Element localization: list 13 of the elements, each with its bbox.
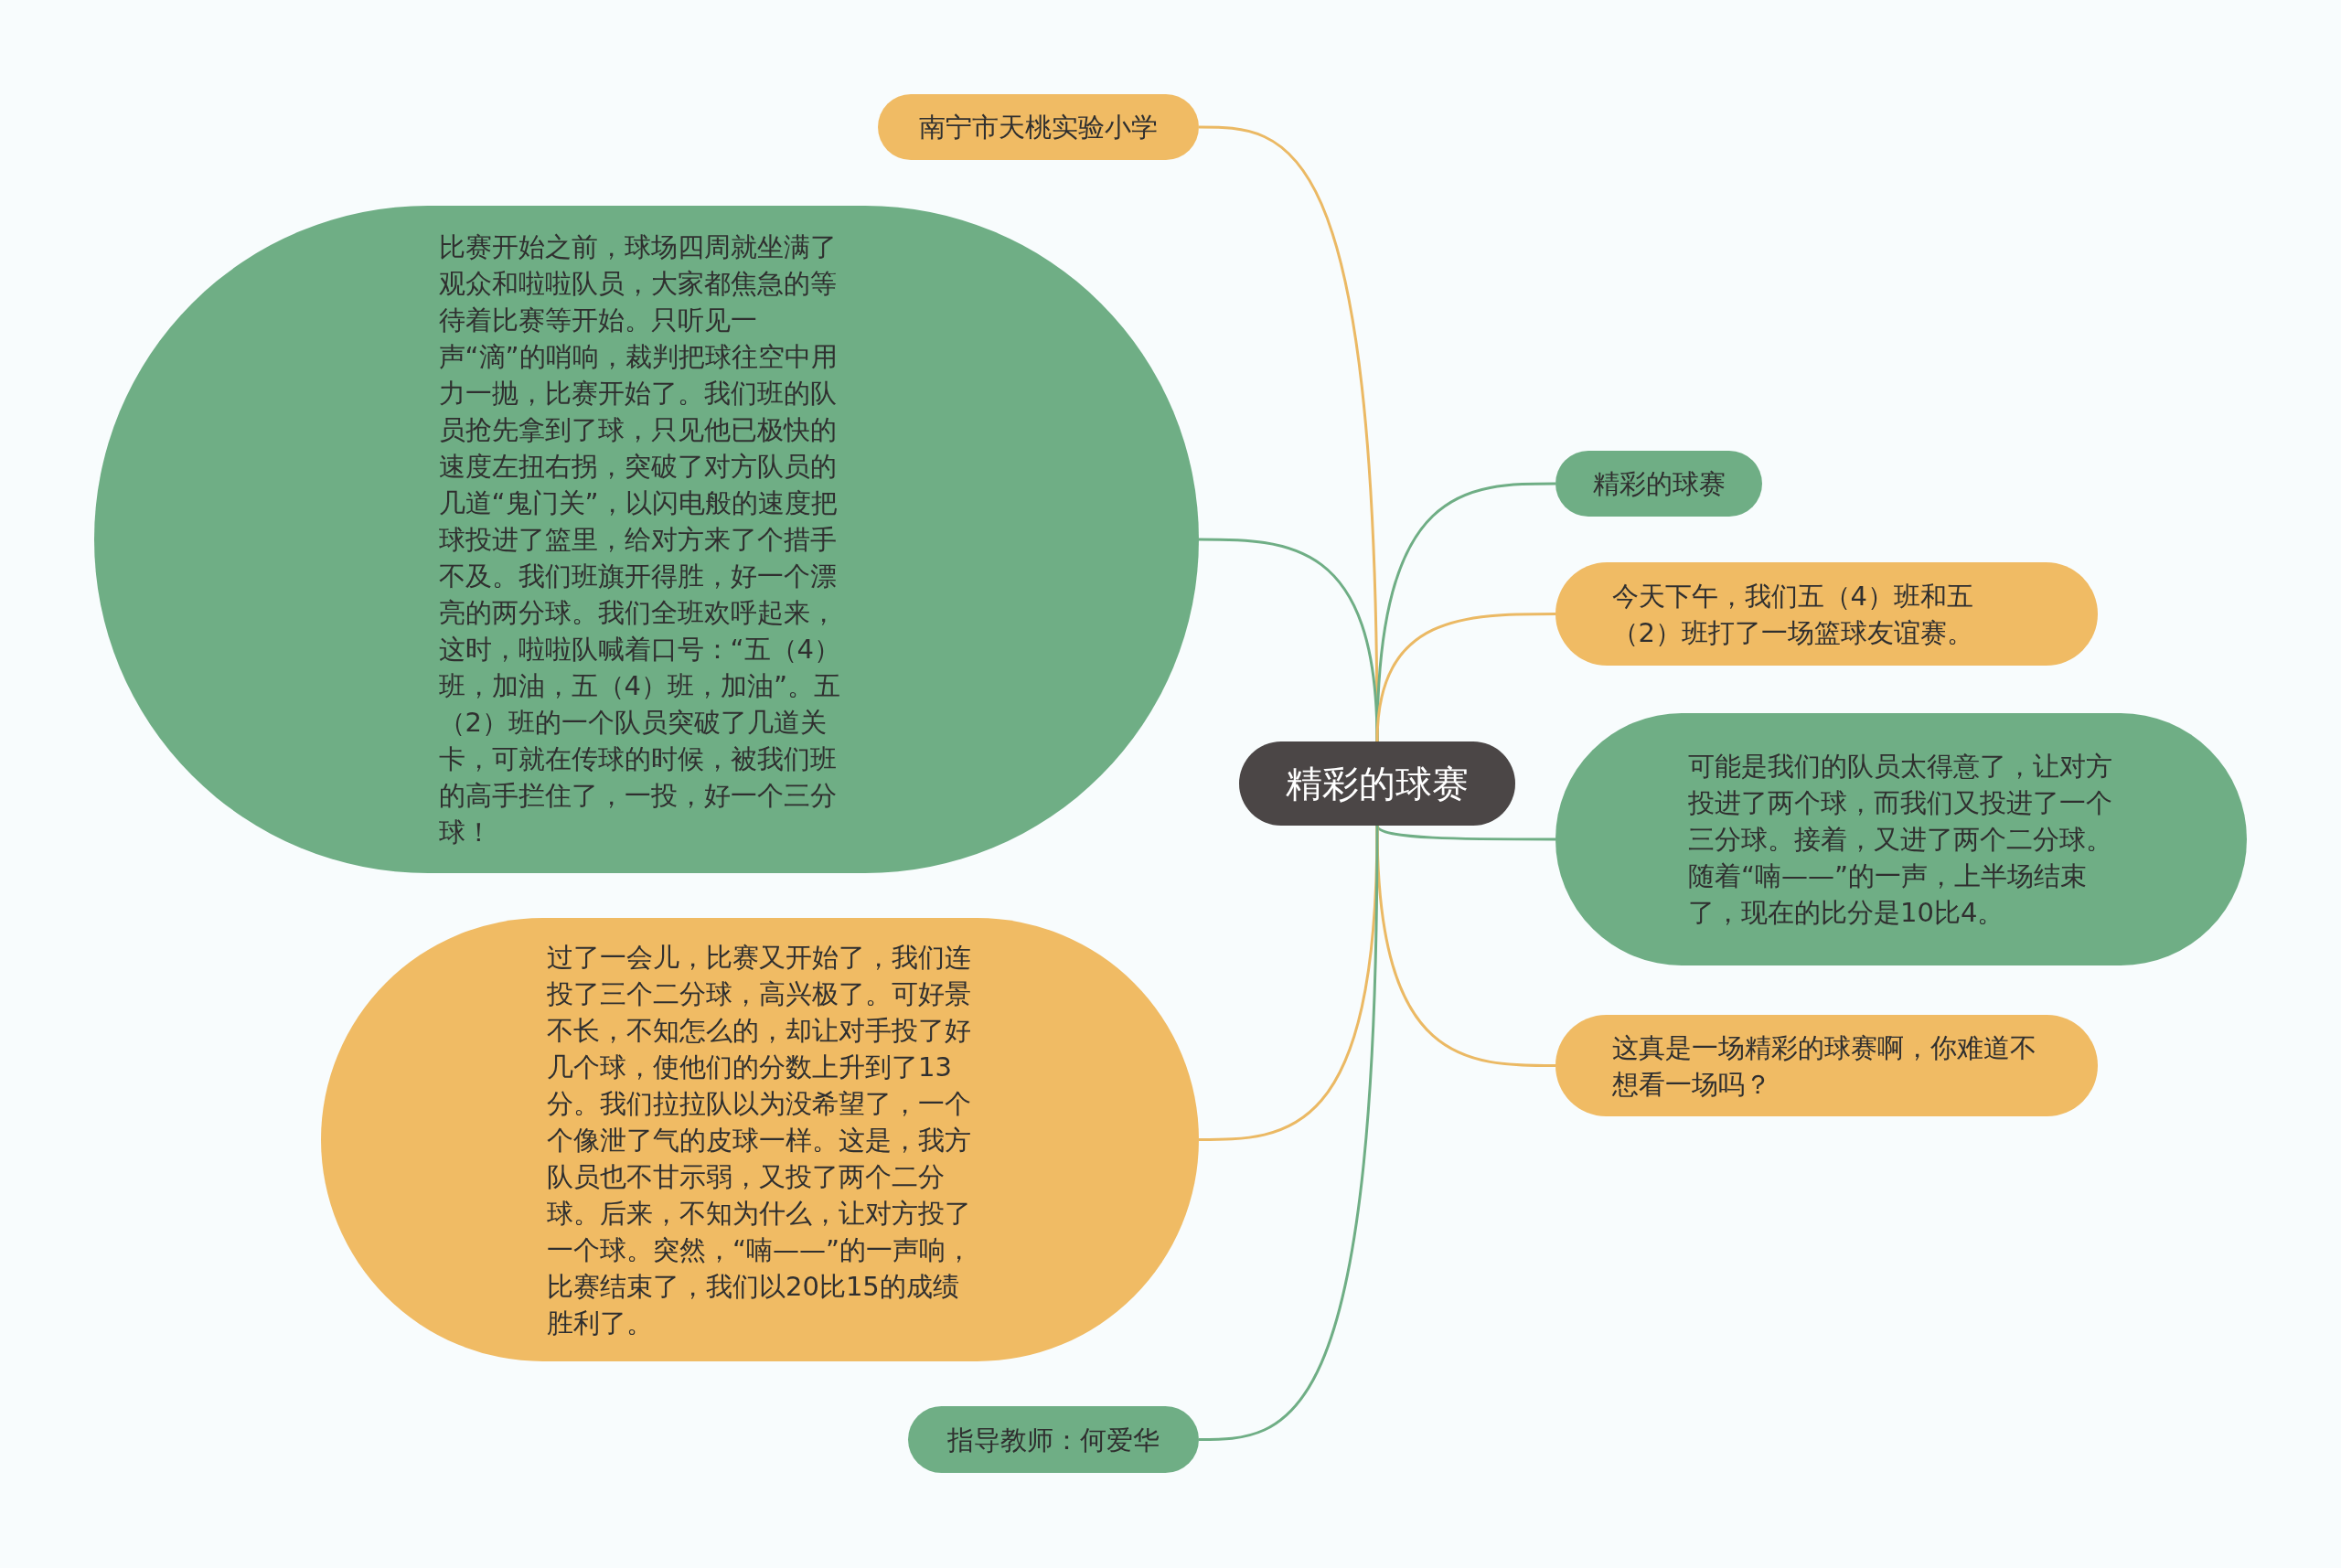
topic-text: 这真是一场精彩的球赛啊，你难道不想看一场吗？ xyxy=(1611,1030,2037,1102)
topic-text: 南宁市天桃实验小学 xyxy=(919,111,1158,144)
topic-text: 过了一会儿，比赛又开始了，我们连投了三个二分球，高兴极了。可好景不长，不知怎么的，却让对手投了好几个球，使他们的分数上升到了13分。我们拉拉队以为没希望了，一个个像泄了气的皮球一样。这是，我方队员也不甘示弱，又投了两个二分球。后来，不知为什么，让对方投了一个球。突然，“喃——”的一声响，比赛结束了，我们以20比15的成绩胜利了。 xyxy=(547,940,973,1340)
topic-text: 精彩的球赛 xyxy=(1592,467,1726,501)
connector-line xyxy=(1375,825,1555,1067)
connector-line xyxy=(1199,538,1379,742)
topic-text: 今天下午，我们五（4）班和五（2）班打了一场篮球友谊赛。 xyxy=(1611,579,1974,650)
connector-line xyxy=(1375,613,1555,742)
topic-text: 比赛开始之前，球场四周就坐满了观众和啦啦队员，大家都焦急的等待着比赛等开始。只听见一声“滴”的哨响，裁判把球往空中用力一抛，比赛开始了。我们班的队员抢先拿到了球，只见他已极快的速度左扭右拐，突破了对方队员的几道“鬼门关”，以闪电般的速度把球投进了篮里，给对方来了个措手不及。我们班旗开得胜，好一个漂亮的两分球。我们全班欢呼起来，这时，啦啦队喊着口号：“五（4）班，加油，五（4）班，加油”。五（2）班的一个队员突破了几道关卡，可就在传球的时候，被我们班的高手拦住了，一投，好一个三分球！ xyxy=(438,230,841,849)
topic-text: 可能是我们的队员太得意了，让对方投进了两个球，而我们又投进了一个三分球。接着，又进了两个二分球。随着“喃——”的一声，上半场结束了，现在的比分是10比4。 xyxy=(1688,750,2113,930)
connector-line xyxy=(1198,826,1379,1441)
topic-text: 精彩的球赛 xyxy=(1286,762,1469,805)
topic-text: 指导教师：何爱华 xyxy=(947,1423,1160,1457)
